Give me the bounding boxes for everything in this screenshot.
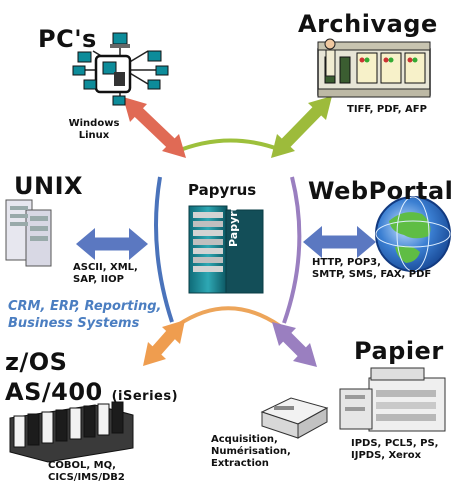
zos-services-line2: CICS/IMS/DB2 — [48, 472, 125, 483]
zos-services: COBOL, MQ, CICS/IMS/DB2 — [48, 460, 125, 484]
webportal-protocols-line1: HTTP, POP3, — [312, 257, 381, 268]
zos-title-line2: AS/400 (iSeries) — [5, 377, 178, 412]
unix-protocols: ASCII, XML, SAP, IIOP — [73, 262, 138, 286]
globe-illustration — [375, 196, 451, 272]
webportal-protocols: HTTP, POP3, SMTP, SMS, FAX, PDF — [312, 257, 431, 281]
arrow-pcs — [123, 97, 186, 158]
zos-title-suffix: (iSeries) — [111, 389, 179, 404]
unix-title: UNIX — [14, 172, 84, 200]
ring-arc-green — [174, 138, 282, 154]
acquisition-line1: Acquisition, — [211, 434, 278, 445]
pcs-platform-linux: Linux — [78, 130, 110, 141]
papier-formats-line2: IJPDS, Xerox — [351, 450, 422, 461]
unix-server-illustration — [5, 199, 52, 267]
business-systems-label: CRM, ERP, Reporting, Business Systems — [8, 298, 161, 332]
archivage-title: Archivage — [298, 10, 438, 38]
arrow-zos — [143, 320, 185, 366]
papier-title: Papier — [354, 337, 444, 365]
archivage-formats: TIFF, PDF, AFP — [347, 104, 427, 115]
acquisition-line3: Extraction — [211, 458, 269, 469]
unix-protocols-line2: SAP, IIOP — [73, 274, 124, 285]
archive-illustration — [317, 38, 431, 98]
mainframe-illustration — [9, 401, 134, 463]
papyrus-machine-label: Papyrus — [227, 196, 240, 247]
arrow-unix — [76, 228, 148, 260]
papier-formats: IPDS, PCL5, PS, IJPDS, Xerox — [351, 438, 438, 462]
acquisition-line2: Numérisation, — [211, 446, 291, 457]
webportal-protocols-line2: SMTP, SMS, FAX, PDF — [312, 269, 432, 280]
printer-illustration — [339, 367, 446, 432]
unix-protocols-line1: ASCII, XML, — [73, 262, 138, 273]
pc-network-illustration — [72, 32, 169, 106]
arrow-archivage — [271, 96, 332, 158]
arrow-papier — [272, 322, 317, 367]
zos-title-line1: z/OS — [5, 348, 68, 376]
papier-formats-line1: IPDS, PCL5, PS, — [351, 438, 439, 449]
arrow-webportal — [303, 226, 376, 258]
pcs-platform-windows: Windows — [68, 118, 120, 129]
pcs-title: PC's — [38, 25, 97, 53]
ring-arc-purple — [282, 176, 302, 324]
zos-title: z/OS AS/400 (iSeries) — [5, 347, 178, 412]
ring-arc-blue — [154, 176, 174, 323]
acquisition-label: Acquisition, Numérisation, Extraction — [211, 434, 291, 470]
pcs-platforms: Windows Linux — [66, 118, 122, 142]
webportal-title: WebPortal — [308, 177, 454, 205]
ring-arc-orange — [176, 306, 282, 328]
papyrus-hub-label: Papyrus — [188, 181, 257, 199]
business-systems-line2: Business Systems — [8, 316, 140, 331]
scanner-illustration — [260, 397, 329, 439]
zos-services-line1: COBOL, MQ, — [48, 460, 116, 471]
papyrus-machine-illustration — [188, 205, 264, 294]
zos-title-as400: AS/400 — [5, 378, 103, 406]
business-systems-line1: CRM, ERP, Reporting, — [8, 299, 162, 314]
